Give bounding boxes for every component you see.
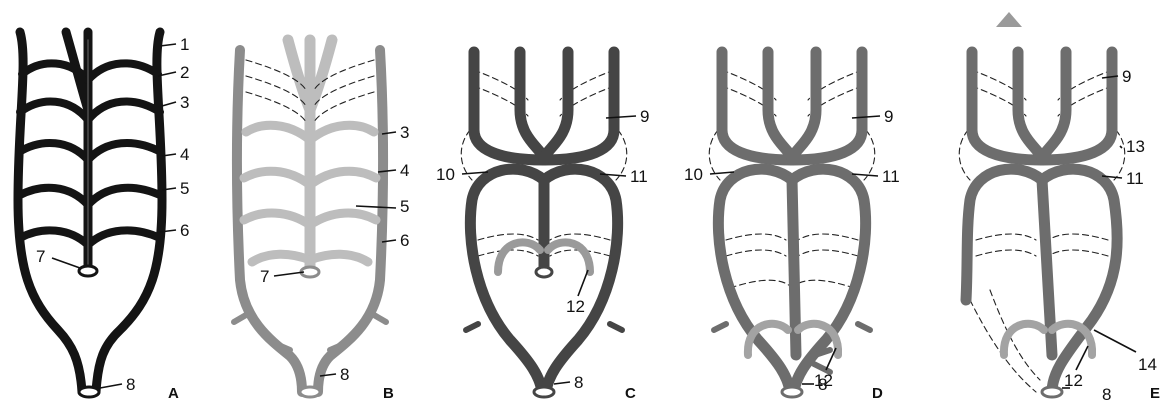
panel-c — [461, 52, 627, 397]
panel-e — [959, 52, 1125, 397]
panel-label-d: D — [872, 385, 883, 402]
panel-label-e: E — [1150, 385, 1160, 402]
leader-line — [1094, 330, 1136, 352]
vessel-number-label: 9 — [884, 107, 893, 126]
vessel-number-label: 7 — [260, 267, 269, 286]
vessel-number-label: 3 — [180, 93, 189, 112]
vessel-number-label: 11 — [630, 167, 648, 186]
panel-b — [234, 40, 386, 397]
leader-line — [52, 258, 80, 268]
leader-line — [578, 270, 588, 296]
vessel-number-label: 8 — [574, 373, 583, 392]
leader-line — [100, 384, 122, 388]
vessel-number-label: 11 — [1126, 169, 1144, 188]
vessel-number-label: 12 — [566, 297, 585, 316]
vessel-number-label: 9 — [1122, 67, 1131, 86]
vessel-number-label: 3 — [400, 123, 409, 142]
leader-line — [1120, 146, 1122, 148]
vessel-number-label: 13 — [1126, 137, 1145, 156]
vessel-number-label: 8 — [126, 375, 135, 394]
panel-a — [18, 32, 162, 397]
vessel-number-label: 10 — [436, 165, 455, 184]
vessel-number-label: 9 — [640, 107, 649, 126]
vessel-number-label: 12 — [1064, 371, 1083, 390]
leader-line — [162, 102, 176, 106]
vessel-number-label: 8 — [340, 365, 349, 384]
vessel-number-label: 11 — [882, 167, 900, 186]
leader-line — [356, 206, 396, 208]
vessel-number-label: 2 — [180, 63, 189, 82]
vessel-number-label: 4 — [400, 161, 409, 180]
triangle-marker-icon — [996, 12, 1022, 27]
vessel-number-label: 14 — [1138, 355, 1157, 374]
vessel-number-label: 5 — [400, 197, 409, 216]
vessel-number-label: 8 — [1102, 385, 1111, 404]
vessel-number-label: 10 — [684, 165, 703, 184]
panel-d — [709, 52, 875, 397]
vessel-number-label: 6 — [180, 221, 189, 240]
vessel-number-label: 6 — [400, 231, 409, 250]
vessel-number-label: 1 — [180, 35, 189, 54]
vessel-number-label: 8 — [818, 375, 827, 394]
leader-line — [1076, 346, 1088, 370]
panel-label-a: A — [168, 385, 179, 402]
leader-line — [274, 272, 304, 276]
vessel-number-label: 7 — [36, 247, 45, 266]
leader-line — [852, 116, 880, 118]
vessel-number-label: 4 — [180, 145, 189, 164]
leader-line — [554, 382, 570, 384]
leader-line — [160, 44, 176, 46]
vessel-number-label: 5 — [180, 179, 189, 198]
panel-label-c: C — [625, 385, 636, 402]
panel-label-b: B — [383, 385, 394, 402]
